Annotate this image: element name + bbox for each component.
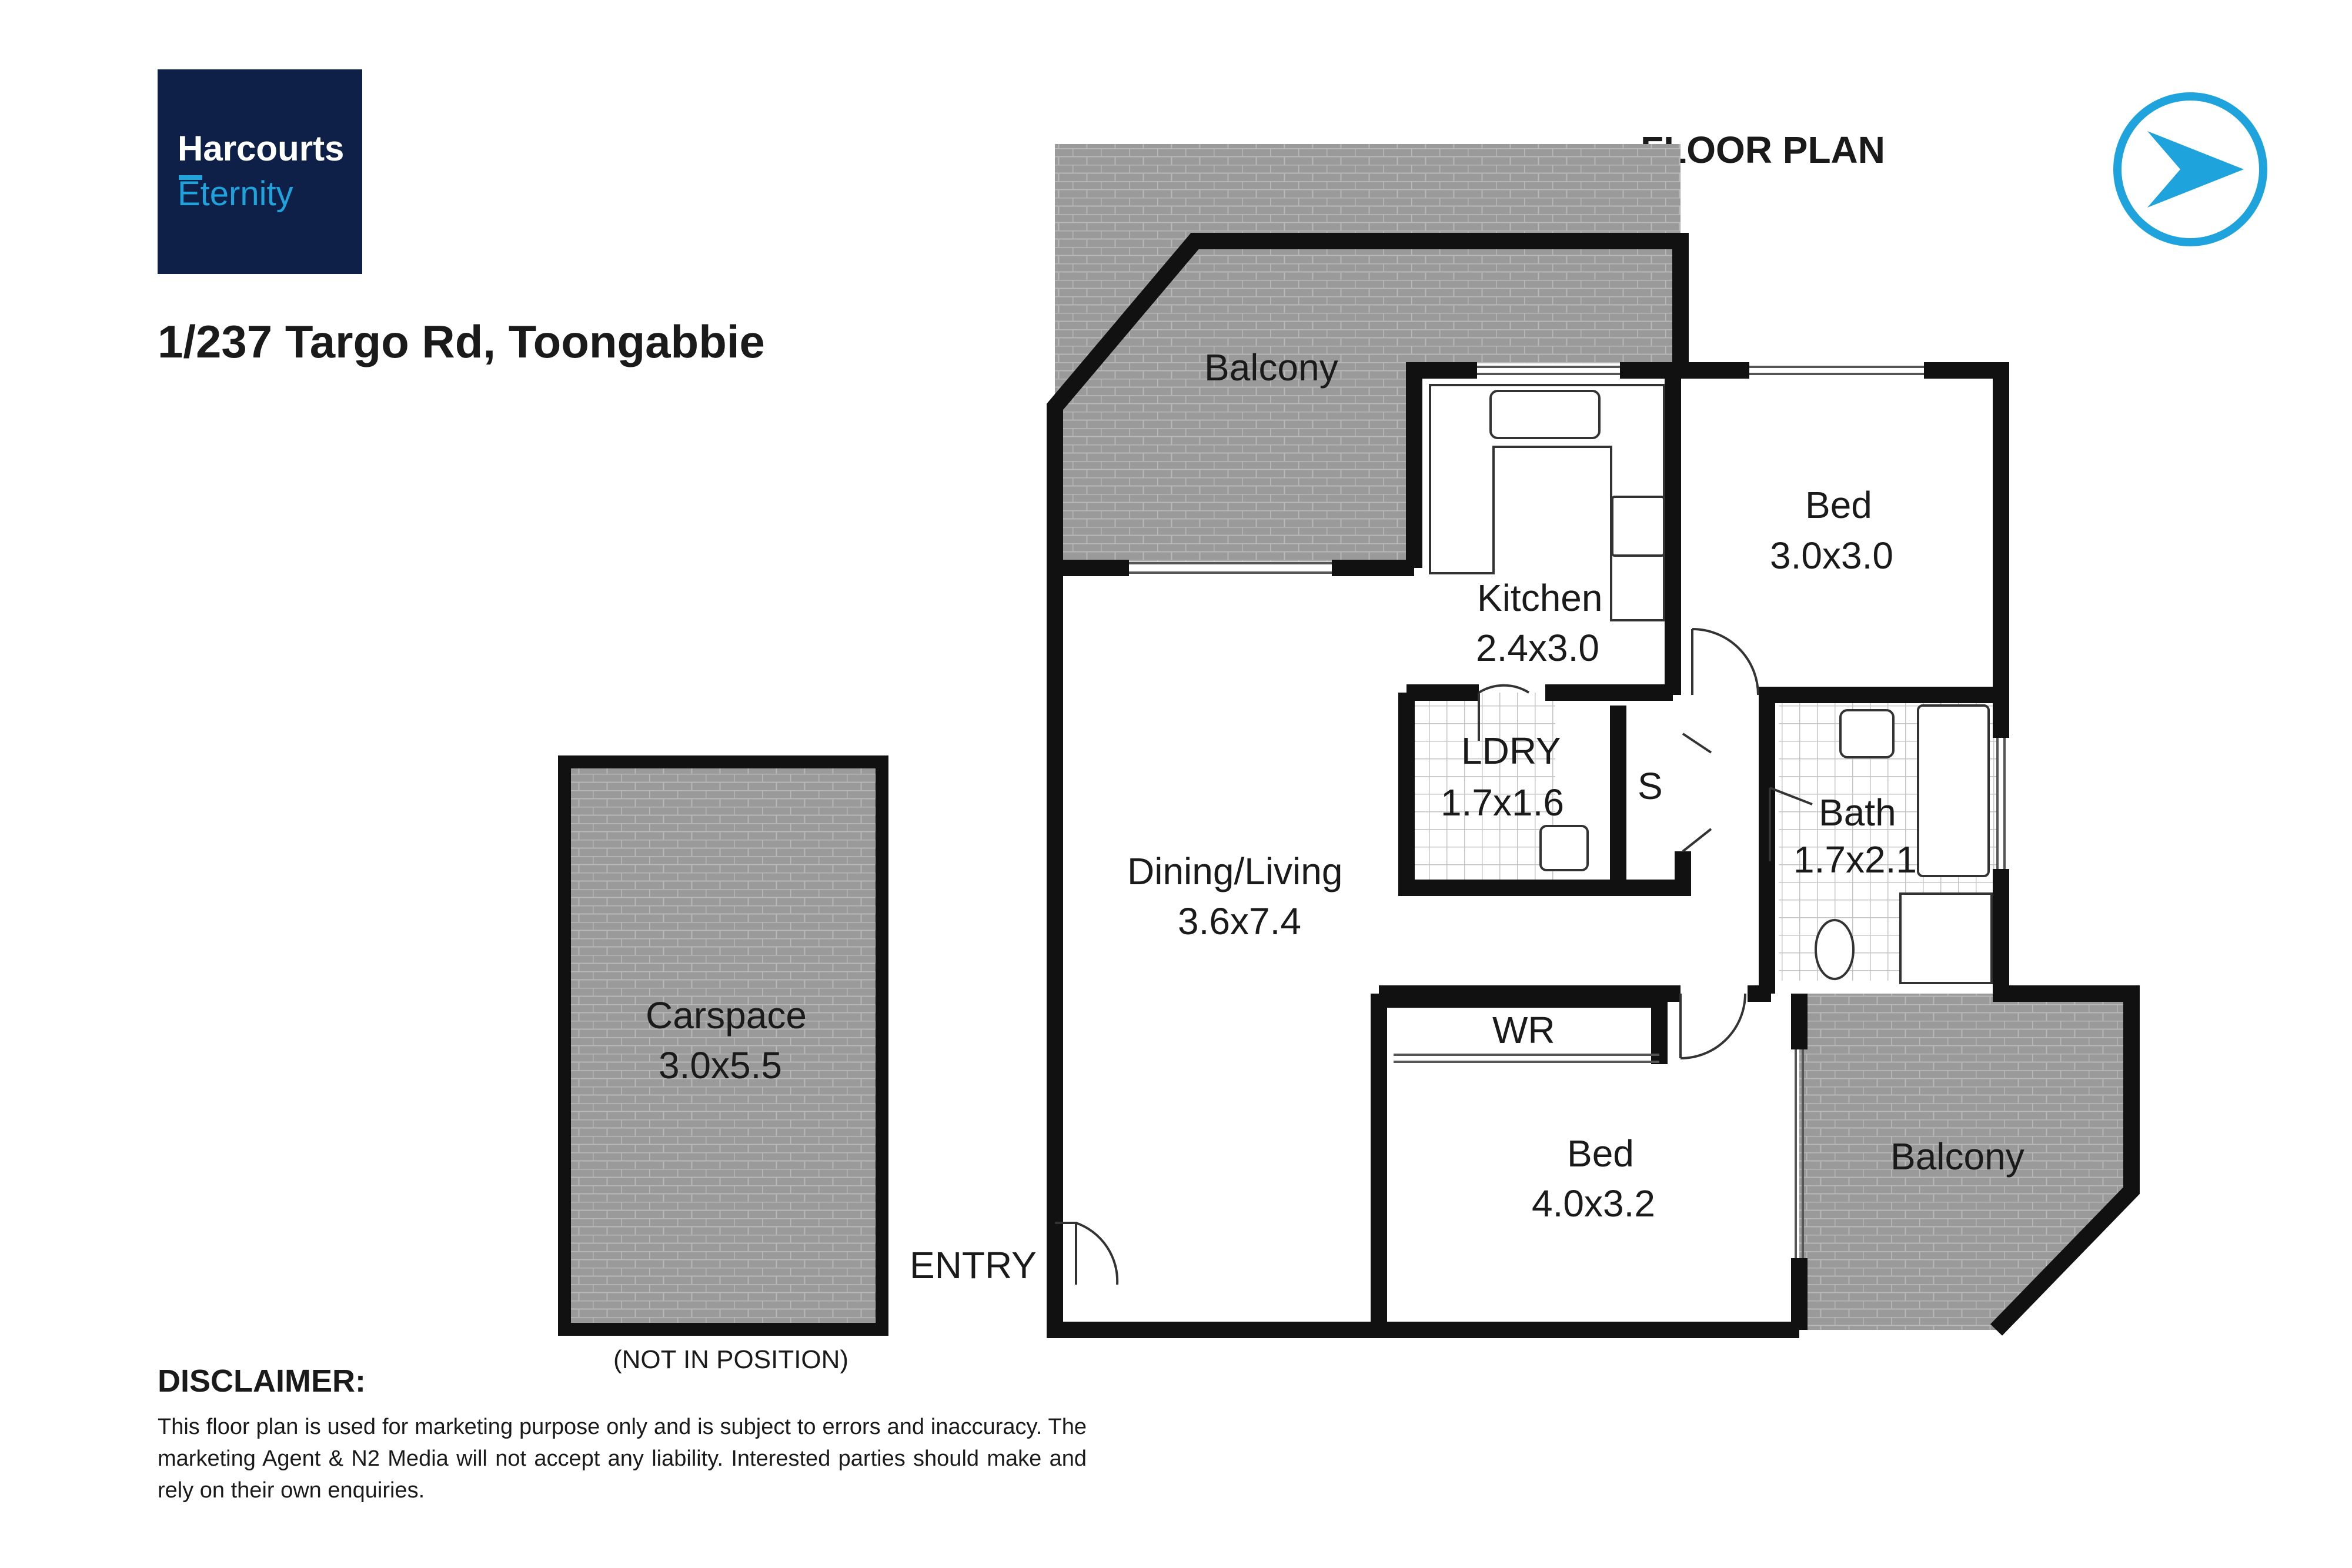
- room-label-balcony-top: Balcony: [1204, 346, 1338, 389]
- room-size-bath: 1.7x2.1: [1793, 838, 1917, 881]
- wardrobe-slider: [1394, 1054, 1659, 1063]
- toilet-icon: [1815, 919, 1855, 980]
- shower-icon: [1899, 892, 1993, 984]
- balcony-right-paving: [1799, 994, 2132, 1330]
- room-size-laundry: 1.7x1.6: [1441, 781, 1564, 824]
- room-size-bed1: 3.0x3.0: [1770, 534, 1893, 577]
- unit-outer-wall: [1047, 561, 1799, 1338]
- room-label-bed2: Bed: [1567, 1132, 1634, 1175]
- room-size-living: 3.6x7.4: [1178, 900, 1301, 942]
- laundry-door: [1478, 684, 1530, 741]
- living-slider: [1129, 562, 1332, 574]
- basin-bath: [1839, 709, 1895, 758]
- carspace-outline: [558, 755, 888, 1336]
- bed2-door: [1679, 993, 1746, 1059]
- room-label-living: Dining/Living: [1127, 850, 1343, 892]
- page-title: FLOOR PLAN: [1641, 129, 1885, 171]
- laundry-tiles: [1411, 693, 1555, 881]
- disclaimer-text: This floor plan is used for marketing pu…: [158, 1415, 1087, 1503]
- room-label-laundry: LDRY: [1461, 730, 1561, 772]
- harcourts-logo: Harcourts Eternity: [158, 69, 362, 274]
- room-label-wardrobe: WR: [1492, 1009, 1555, 1051]
- property-address: 1/237 Targo Rd, Toongabbie: [158, 316, 765, 367]
- logo-accent-bar: [179, 175, 202, 180]
- entry-door: [1055, 1222, 1119, 1285]
- carspace-note: (NOT IN POSITION): [613, 1345, 849, 1374]
- bathtub-icon: [1917, 704, 1990, 877]
- bath-door: [1769, 787, 1813, 861]
- bath-right-wall: [1990, 695, 2140, 1336]
- wardrobe-walls: [1379, 991, 1668, 1064]
- sink-icon: [1489, 390, 1601, 439]
- balcony-top-paving: [1055, 144, 1681, 561]
- room-size-bed2: 4.0x3.2: [1532, 1182, 1655, 1225]
- disclaimer-title: DISCLAIMER:: [158, 1363, 366, 1399]
- bed1-door: [1691, 628, 1759, 696]
- compass-arrow-icon: [2113, 92, 2267, 246]
- cooktop-icon: [1611, 496, 1665, 557]
- kitchen-bench: [1429, 384, 1665, 621]
- logo-brand-text: Harcourts: [178, 129, 345, 168]
- room-label-balcony-right: Balcony: [1890, 1135, 2024, 1178]
- carspace-paving: [564, 762, 882, 1329]
- kitchen-window: [1477, 366, 1620, 375]
- bed1-window: [1749, 366, 1924, 375]
- logo-office-text: Eternity: [178, 175, 293, 213]
- storage-doors: [1682, 733, 1712, 852]
- room-label-carspace: Carspace: [646, 994, 807, 1037]
- laundry-tub: [1539, 825, 1589, 871]
- room-label-storage: S: [1638, 765, 1663, 807]
- room-label-bed1: Bed: [1805, 484, 1872, 526]
- bath-window: [1996, 738, 2006, 869]
- room-label-kitchen: Kitchen: [1477, 577, 1603, 619]
- balcony-top-wall: [1047, 233, 1689, 561]
- laundry-walls: [1398, 684, 1691, 896]
- entry-label: ENTRY: [910, 1244, 1037, 1286]
- bed2-slider: [1795, 1049, 1804, 1258]
- room-size-carspace: 3.0x5.5: [659, 1044, 782, 1086]
- room-label-bath: Bath: [1819, 791, 1896, 834]
- room-size-kitchen: 2.4x3.0: [1476, 627, 1599, 669]
